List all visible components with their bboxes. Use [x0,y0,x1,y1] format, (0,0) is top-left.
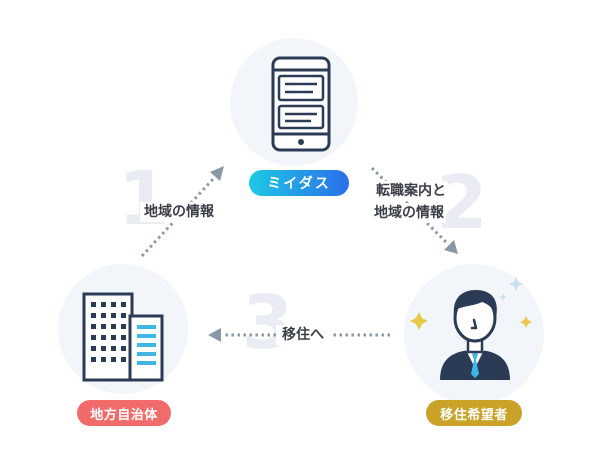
service-logo-badge: ミイダス [249,170,349,196]
step-1-arrowhead [210,166,224,181]
municipal-building-icon [82,292,164,382]
service-logo-text: ミイダス [267,176,331,192]
applicant-label: 移住希望者 [440,407,508,423]
step-2-label-line2: 地域の情報 [372,203,446,223]
applicant-person-icon [410,277,532,380]
step-1-label: 地域の情報 [140,202,218,222]
sparkle-icon [509,277,523,291]
sparkle-icon [499,293,507,301]
sparkle-icon [520,316,532,328]
step-2-label-line1: 転職案内と [374,181,448,201]
municipality-badge: 地方自治体 [77,400,171,426]
step-2-arrowhead [444,240,458,254]
step-3-number: 3 [242,280,294,366]
step-3-arrowhead [208,328,221,342]
step-3-label: 移住へ [276,325,330,345]
applicant-badge: 移住希望者 [426,400,522,426]
step-1-number: 1 [118,156,170,242]
smartphone-icon [271,56,331,152]
municipality-label: 地方自治体 [90,407,158,423]
sparkle-icon [410,312,428,330]
